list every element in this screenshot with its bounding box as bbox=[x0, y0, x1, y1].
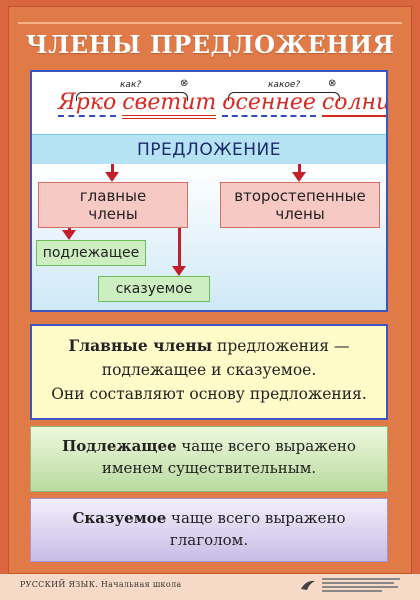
question-arc-2 bbox=[228, 92, 340, 101]
predicate-definition: Сказуемое чаще всего выражено глаголом. bbox=[30, 498, 388, 562]
arrow-root-to-main bbox=[111, 164, 114, 174]
example-sentence-area: как? ⊗ какое? ⊗ Яркосветитосеннеесолнце. bbox=[32, 72, 386, 134]
fine-print-line bbox=[322, 578, 400, 580]
main-members-line1: главные bbox=[79, 187, 147, 205]
main-members-box: главные члены bbox=[38, 182, 188, 228]
arrow-head-minor bbox=[292, 172, 306, 182]
definition-line-1: Главные члены предложения — bbox=[32, 334, 386, 358]
subject-definition-line-1: Подлежащее чаще всего выражено bbox=[31, 435, 387, 457]
poster-footer: РУССКИЙ ЯЗЫК. Начальная школа bbox=[0, 574, 420, 600]
definition-term-main-members: Главные члены bbox=[68, 336, 213, 355]
top-rule bbox=[18, 22, 402, 24]
definition-line-3: Они составляют основу предложения. bbox=[51, 385, 367, 403]
arrow-root-to-minor bbox=[298, 164, 301, 174]
arrow-head-subject bbox=[62, 230, 76, 240]
fine-print-line bbox=[322, 590, 382, 592]
predicate-definition-line-1: Сказуемое чаще всего выражено bbox=[31, 507, 387, 529]
sentence-root-label: ПРЕДЛОЖЕНИЕ bbox=[136, 140, 281, 160]
publisher-logo-icon bbox=[301, 580, 315, 590]
example-sentence: Яркосветитосеннеесолнце. bbox=[58, 90, 386, 119]
sentence-word-attribute: осеннее bbox=[222, 90, 316, 117]
sentence-word-subject: солнце. bbox=[321, 90, 386, 117]
fine-print-line bbox=[322, 582, 394, 584]
cross-symbol-1: ⊗ bbox=[180, 78, 189, 89]
diagram-body: главные члены второстепенные члены подле… bbox=[32, 164, 386, 310]
main-members-definition: Главные члены предложения — подлежащее и… bbox=[30, 324, 388, 420]
minor-members-line1: второстепенные bbox=[234, 187, 366, 205]
question-label-how: как? bbox=[120, 80, 142, 90]
arrow-main-to-predicate bbox=[178, 228, 181, 268]
footer-series-label: РУССКИЙ ЯЗЫК. Начальная школа bbox=[20, 580, 182, 589]
predicate-box: сказуемое bbox=[98, 276, 210, 302]
subject-definition-line-1-rest: чаще всего выражено bbox=[176, 437, 356, 455]
sentence-root-band: ПРЕДЛОЖЕНИЕ bbox=[32, 134, 386, 166]
minor-members-box: второстепенные члены bbox=[220, 182, 380, 228]
arrow-head-predicate bbox=[172, 266, 186, 276]
arrow-head-main bbox=[105, 172, 119, 182]
fine-print-line bbox=[322, 586, 398, 588]
main-members-line2: члены bbox=[88, 205, 138, 223]
cross-symbol-2: ⊗ bbox=[328, 78, 337, 89]
definition-term-predicate: Сказуемое bbox=[72, 509, 167, 527]
definition-line-1-rest: предложения — bbox=[212, 337, 350, 355]
footer-fine-print bbox=[322, 578, 402, 594]
definition-term-subject: Подлежащее bbox=[62, 437, 177, 455]
sentence-word-adverb: Ярко bbox=[58, 90, 117, 117]
diagram-frame: как? ⊗ какое? ⊗ Яркосветитосеннеесолнце.… bbox=[30, 70, 388, 312]
predicate-definition-line-1-rest: чаще всего выражено bbox=[166, 509, 346, 527]
predicate-definition-line-2: глаголом. bbox=[169, 531, 249, 549]
question-arc-1 bbox=[76, 92, 188, 101]
subject-definition: Подлежащее чаще всего выражено именем су… bbox=[30, 426, 388, 492]
definition-line-2: подлежащее и сказуемое. bbox=[101, 361, 317, 379]
minor-members-line2: члены bbox=[275, 205, 325, 223]
sentence-word-predicate: светит bbox=[122, 90, 217, 119]
question-label-which: какое? bbox=[268, 80, 301, 90]
subject-box: подлежащее bbox=[36, 240, 146, 266]
subject-definition-line-2: именем существительным. bbox=[101, 459, 317, 477]
poster-title: ЧЛЕНЫ ПРЕДЛОЖЕНИЯ bbox=[25, 30, 395, 59]
